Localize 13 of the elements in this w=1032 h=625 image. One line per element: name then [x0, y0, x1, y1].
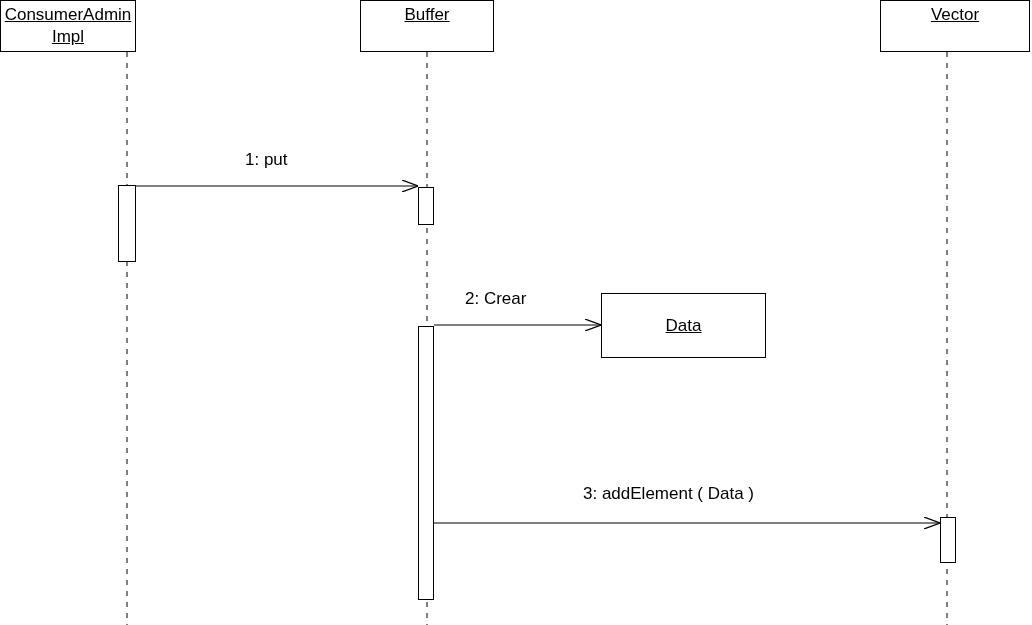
- message-arrow: [135, 179, 419, 193]
- lifeline-head-box: Buffer: [360, 0, 494, 52]
- object-box: Data: [601, 293, 766, 358]
- message-arrow: [433, 318, 602, 332]
- lifeline-head-box: Vector: [880, 0, 1030, 52]
- lifeline-head-box: ConsumerAdmin Impl: [0, 0, 136, 52]
- activation-bar: [940, 517, 956, 563]
- activation-bar: [118, 185, 136, 262]
- message-label: 1: put: [245, 150, 288, 170]
- activation-bar: [418, 326, 434, 600]
- message-label: 3: addElement ( Data ): [583, 484, 755, 504]
- message-arrow: [433, 516, 941, 530]
- activation-bar: [418, 187, 434, 225]
